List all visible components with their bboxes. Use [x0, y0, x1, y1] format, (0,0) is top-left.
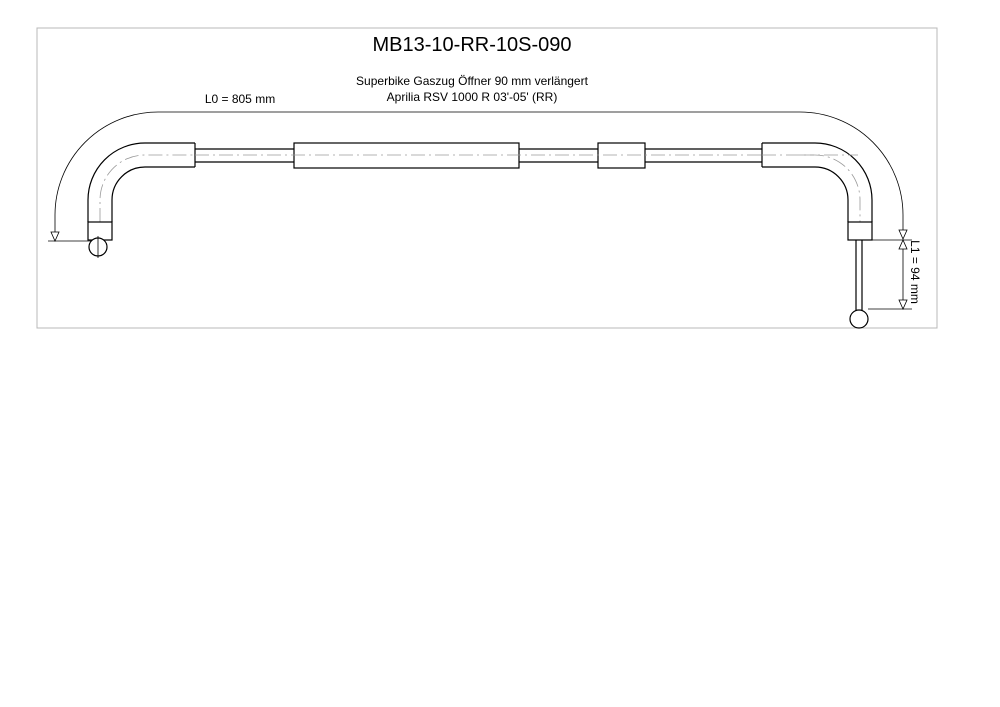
cable-inner-middle [519, 148, 598, 163]
left-end-fitting [87, 221, 113, 258]
drawing-frame [36, 27, 938, 329]
part-number: MB13-10-RR-10S-090 [373, 34, 572, 56]
dimension-l1-label: L1 = 94 mm [908, 240, 922, 304]
cable-inner-right [645, 148, 762, 163]
dimension-l0-label: L0 = 805 mm [205, 92, 275, 106]
description-line-2: Aprilia RSV 1000 R 03'-05' (RR) [387, 90, 558, 104]
description-line-1: Superbike Gaszug Öffner 90 mm verlängert [356, 74, 589, 88]
connector-sleeve [597, 142, 646, 169]
right-bend-housing [761, 142, 873, 222]
adjuster-sleeve [293, 142, 520, 169]
dimension-l1-line [868, 239, 912, 310]
dimension-l0-line [48, 111, 908, 242]
cable-inner-left [195, 148, 294, 163]
left-bend-housing [87, 142, 196, 222]
right-end-fitting [847, 221, 873, 329]
